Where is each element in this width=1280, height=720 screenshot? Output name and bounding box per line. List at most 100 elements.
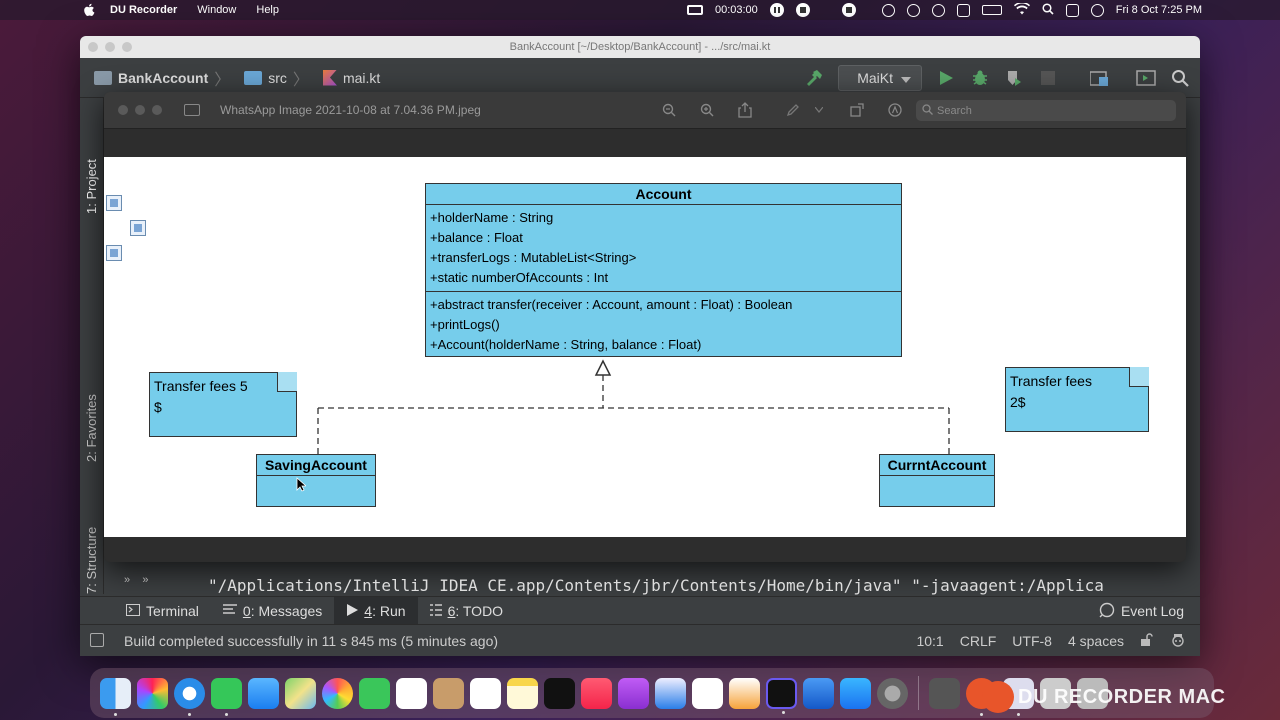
build-hammer-icon[interactable] [804,68,824,88]
safari-icon[interactable] [174,677,205,716]
debug-bug-icon[interactable] [970,68,990,88]
numbers-icon[interactable] [692,677,723,709]
lock-icon[interactable] [1140,632,1154,650]
downloads-stack-icon[interactable] [1040,677,1071,709]
music-icon[interactable] [581,677,612,709]
zoom-window-button[interactable] [122,42,132,52]
spotlight-search-icon[interactable] [1042,2,1054,18]
reminders-icon[interactable] [470,677,501,709]
siri-icon[interactable] [1090,3,1104,17]
terminal-run-icon[interactable] [1136,68,1156,88]
maps-icon[interactable] [285,677,316,709]
notes-icon[interactable] [507,677,538,709]
run-play-icon[interactable] [936,68,956,88]
preview-zoom-button[interactable] [152,105,162,115]
breadcrumb-src[interactable]: src 〉 [244,66,309,90]
uml-class-current-account: CurrntAccount [879,454,995,507]
mail-icon[interactable] [248,677,279,709]
podcasts-icon[interactable] [618,677,649,709]
class-attribute: +holderName : String [430,210,554,225]
wifi-icon[interactable] [1013,1,1030,18]
finder-icon[interactable] [100,677,131,716]
run-configuration-select[interactable]: MaiKt [838,65,922,91]
app-store-icon[interactable] [840,677,871,709]
rotate-icon[interactable] [848,101,866,119]
class-name: Account [426,184,901,205]
app-menu-du-recorder[interactable]: DU Recorder [110,4,178,16]
minimize-window-button[interactable] [105,42,115,52]
tab-run[interactable]: 4: Run [334,596,418,625]
screenshot-icon[interactable] [929,677,960,709]
status-caret-position[interactable]: 10:1 [916,633,944,649]
calendar-icon[interactable] [396,677,427,709]
project-structure-icon[interactable] [1090,68,1110,88]
sidebar-toggle-icon[interactable] [184,104,200,116]
tab-todo[interactable]: 6: TODO [418,597,516,625]
run-play-icon [346,603,359,619]
control-center-icon[interactable] [1065,3,1079,17]
tab-terminal[interactable]: Terminal [114,597,211,625]
tool-window-toggle-icon[interactable] [90,633,104,647]
stop-recording-icon[interactable] [841,3,856,17]
breadcrumb-project[interactable]: BankAccount 〉 [94,66,230,90]
airdrop-icon[interactable] [931,3,945,17]
trash-icon[interactable] [1077,677,1108,709]
window-controls [88,42,132,52]
preview-tools [660,101,904,119]
bottom-tool-tabs: Terminal 0: Messages 4: Run 6: TODO Even… [80,596,1200,625]
system-preferences-icon[interactable] [877,677,908,709]
intellij-icon[interactable] [766,677,797,714]
broken-image-icon [106,195,122,211]
note-body: Transfer fees 2$ [1005,367,1149,432]
contacts-icon[interactable] [433,677,464,709]
zoom-out-icon[interactable] [660,101,678,119]
preview-minimize-button[interactable] [135,105,145,115]
keyboard-input-icon[interactable] [956,3,970,17]
coverage-shield-icon[interactable] [1004,68,1024,88]
inspector-face-icon[interactable] [1170,632,1186,651]
search-everywhere-icon[interactable] [1170,68,1190,88]
close-window-button[interactable] [88,42,98,52]
battery-icon[interactable] [981,5,1002,15]
tab-event-log[interactable]: Event Log [1099,597,1184,625]
pages-icon[interactable] [729,677,760,709]
pause-icon[interactable] [769,3,784,17]
photos-icon[interactable] [322,677,353,709]
breadcrumb-label: mai.kt [342,69,381,86]
class-method: +Account(holderName : String, balance : … [430,337,702,352]
messages-icon[interactable] [211,677,242,716]
tab-todo-key: 6 [447,602,456,619]
breadcrumb-file[interactable]: mai.kt [322,69,381,86]
status-indent[interactable]: 4 spaces [1067,633,1124,649]
preview-search-field[interactable]: Search [916,100,1176,121]
status-encoding[interactable]: UTF-8 [1012,633,1052,649]
share-icon[interactable] [736,101,754,119]
xcode-icon[interactable] [803,677,834,709]
markup-dropdown-chevron-icon[interactable] [810,101,828,119]
menu-help[interactable]: Help [256,4,279,16]
zoom-in-icon[interactable] [698,101,716,119]
keynote-icon[interactable] [655,677,686,709]
stop-icon[interactable] [1038,68,1058,88]
play-circle-icon[interactable] [906,3,920,17]
class-attribute: +transferLogs : MutableList<String> [430,250,637,265]
status-line-separator[interactable]: CRLF [959,633,997,649]
video-camera-icon[interactable] [686,5,703,15]
markup-pen-icon[interactable] [784,101,802,119]
launchpad-icon[interactable] [137,677,168,709]
facetime-icon[interactable] [359,677,390,709]
status-widgets: 10:1 CRLF UTF-8 4 spaces [916,625,1186,657]
menubar-clock[interactable]: Fri 8 Oct 7:25 PM [1115,4,1202,16]
apple-tv-icon[interactable] [544,677,575,709]
class-method: +abstract transfer(receiver : Account, a… [430,297,793,312]
markup-toolbar-icon[interactable] [886,101,904,119]
focus-icon[interactable] [881,3,895,17]
status-message[interactable]: Build completed successfully in 11 s 845… [124,632,499,649]
menu-window[interactable]: Window [197,4,237,16]
tab-event-log-label: Event Log [1120,603,1184,619]
tab-messages[interactable]: 0: Messages [211,597,334,625]
run-console-output[interactable]: "/Applications/IntelliJ IDEA CE.app/Cont… [208,576,1104,595]
apple-icon[interactable] [82,3,96,17]
stop-icon[interactable] [795,3,810,17]
preview-close-button[interactable] [118,105,128,115]
